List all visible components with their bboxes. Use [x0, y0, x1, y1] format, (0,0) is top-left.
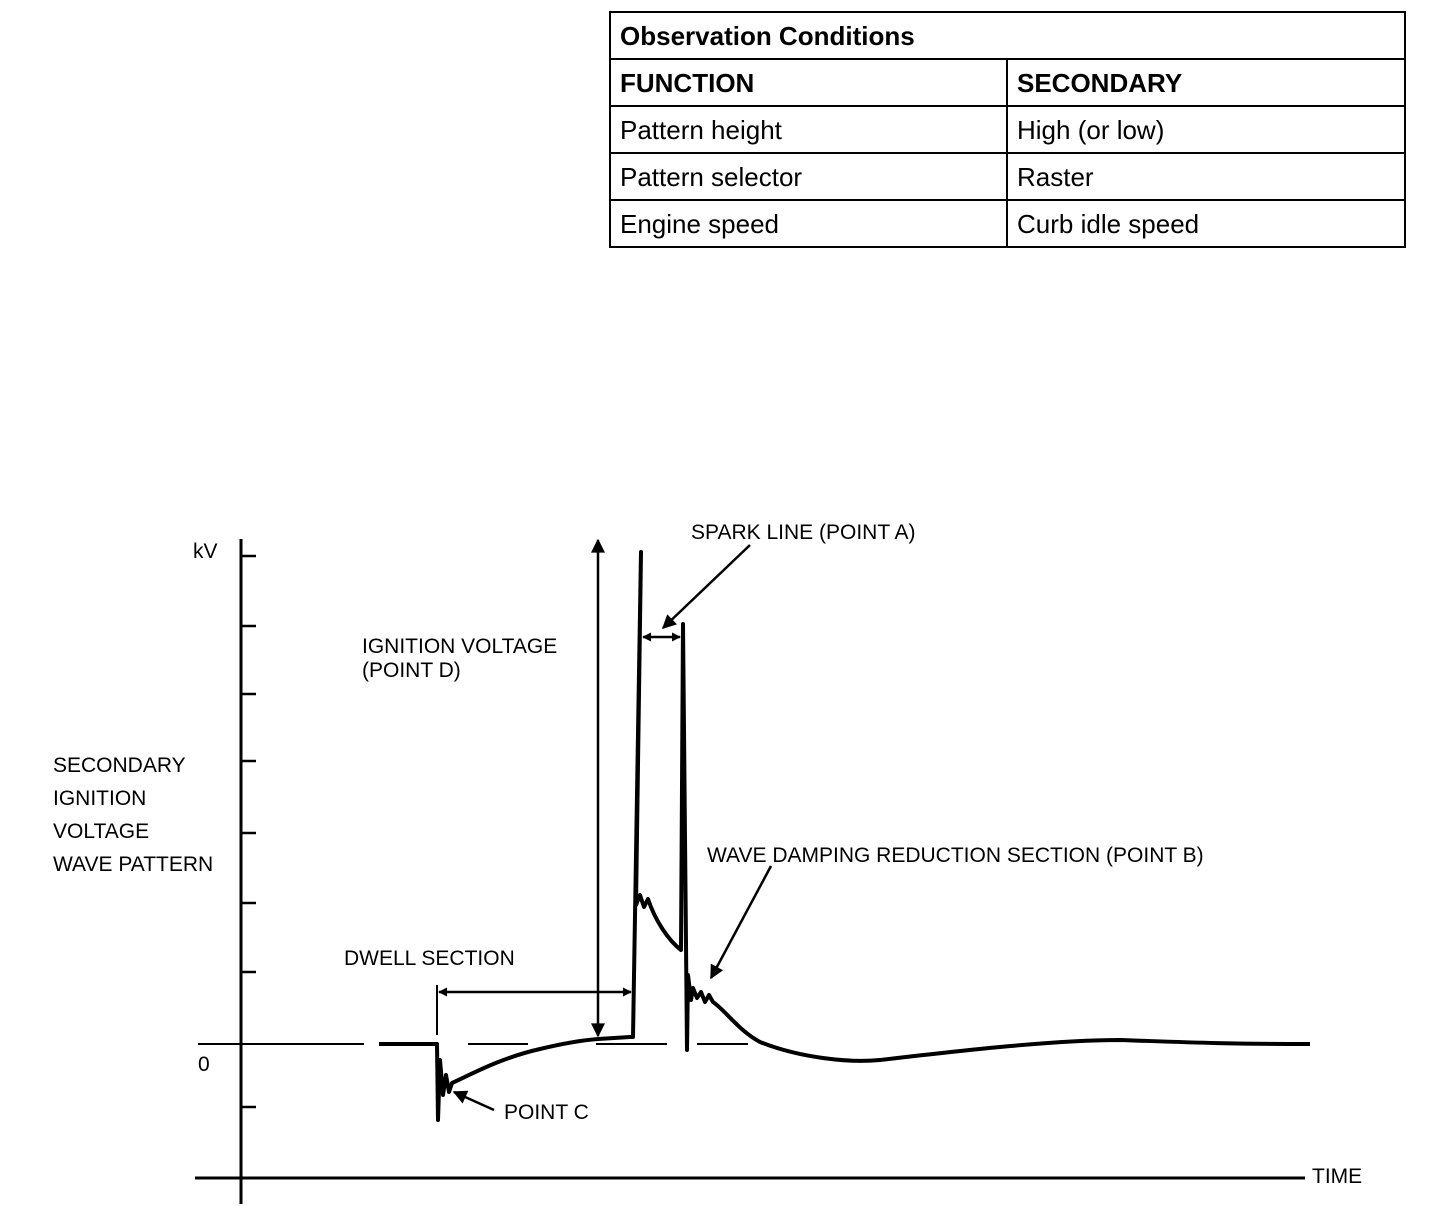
- header-function: FUNCTION: [609, 58, 1008, 107]
- table-row: Engine speed Curb idle speed: [609, 199, 1406, 248]
- ignition-voltage-label: IGNITION VOLTAGE: [362, 635, 557, 658]
- spark-line-leader: [661, 544, 751, 629]
- row-function-cell: Pattern height: [609, 105, 1008, 154]
- spark-line-label: SPARK LINE (POINT A): [691, 521, 915, 544]
- row-value-cell: Raster: [1006, 152, 1406, 201]
- side-title-line-2: IGNITION: [53, 787, 146, 810]
- side-title-line-3: VOLTAGE: [53, 820, 149, 843]
- row-value-cell: High (or low): [1006, 105, 1406, 154]
- wave-damping-label: WAVE DAMPING REDUCTION SECTION (POINT B): [707, 844, 1204, 867]
- table-title: Observation Conditions: [609, 11, 1406, 60]
- table-header-row: FUNCTION SECONDARY: [609, 58, 1406, 107]
- table-title-row: Observation Conditions: [609, 11, 1406, 60]
- observation-conditions-table: Observation Conditions FUNCTION SECONDAR…: [609, 11, 1406, 248]
- y-axis-ticks: [241, 554, 256, 1109]
- table-row: Pattern height High (or low): [609, 105, 1406, 154]
- ignition-voltage-point-label: (POINT D): [362, 659, 461, 682]
- wave-damping-leader: [709, 865, 773, 980]
- table-row: Pattern selector Raster: [609, 152, 1406, 201]
- waveform-trace: [379, 550, 1311, 1122]
- zero-label: 0: [198, 1053, 210, 1076]
- dwell-section-label: DWELL SECTION: [344, 947, 515, 970]
- side-title-line-1: SECONDARY: [53, 754, 186, 777]
- row-value-cell: Curb idle speed: [1006, 199, 1406, 248]
- row-function-cell: Pattern selector: [609, 152, 1008, 201]
- side-title-line-4: WAVE PATTERN: [53, 853, 213, 876]
- point-c-leader: [452, 1090, 495, 1112]
- row-function-cell: Engine speed: [609, 199, 1008, 248]
- header-secondary: SECONDARY: [1006, 58, 1406, 107]
- x-axis-label: TIME: [1312, 1165, 1362, 1188]
- point-c-label: POINT C: [504, 1101, 589, 1124]
- y-axis-unit-label: kV: [193, 540, 218, 563]
